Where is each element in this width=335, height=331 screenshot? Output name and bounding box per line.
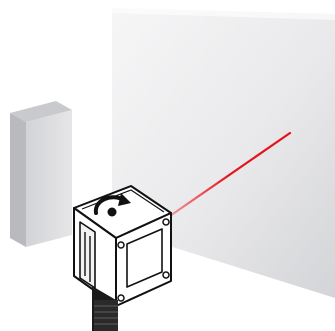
target-block	[10, 101, 72, 247]
